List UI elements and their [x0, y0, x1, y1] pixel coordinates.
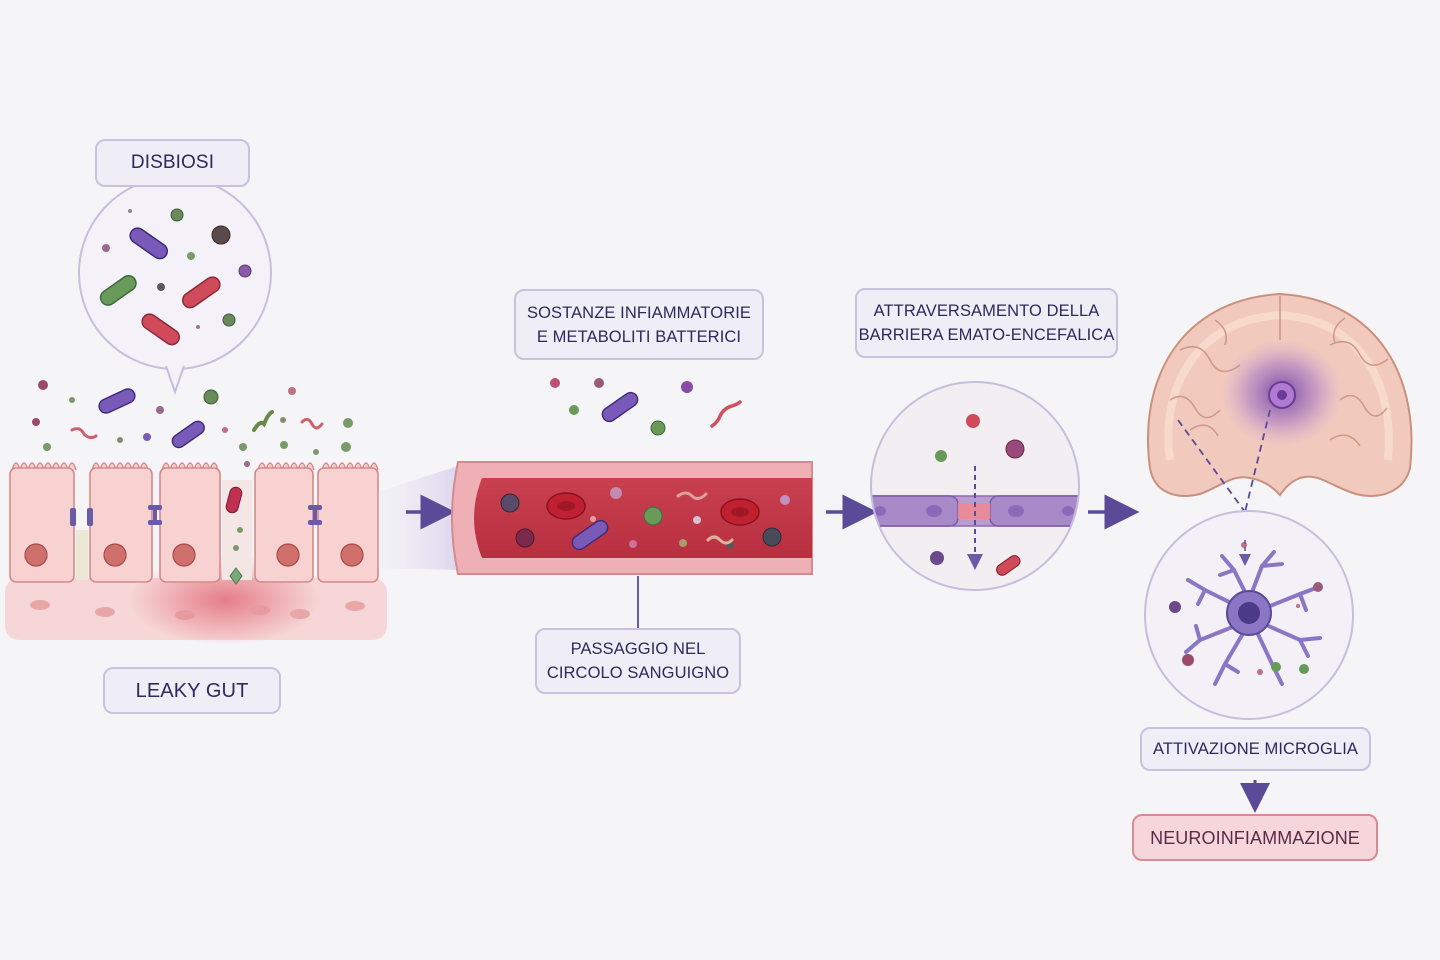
dysbiosis-bubble [78, 176, 272, 396]
neuroinflammation-label: NEUROINFIAMMAZIONE [1132, 814, 1378, 861]
zoom-line-right [1244, 409, 1271, 513]
leaking-particles [225, 486, 243, 585]
tight-junctions [70, 505, 322, 526]
inflammatory-particles [550, 378, 742, 436]
microglia-processes [1184, 550, 1322, 686]
bbb-crossing-label: ATTRAVERSAMENTO DELLA BARRIERA EMATO-ENC… [855, 288, 1118, 358]
epithelial-cell [317, 462, 379, 583]
epithelial-cell [159, 462, 221, 583]
microglia-activation-label: ATTIVAZIONE MICROGLIA [1140, 727, 1371, 771]
epithelial-cell [254, 462, 315, 583]
blood-contents [500, 487, 790, 551]
brain-section [1147, 292, 1413, 513]
blood-vessel [451, 461, 813, 628]
microglia-bubble [1144, 510, 1354, 720]
epithelial-cell [89, 462, 153, 583]
epithelial-cell [9, 462, 77, 583]
inflammatory-substances-label: SOSTANZE INFIAMMATORIE E METABOLITI BATT… [514, 289, 764, 360]
zoom-funnel [378, 466, 458, 570]
flow-arrows [406, 494, 1270, 813]
gut-section [5, 176, 458, 645]
dysbiosis-label: DISBIOSI [95, 139, 250, 187]
leaky-gut-label: LEAKY GUT [103, 667, 281, 714]
lumen-bacteria [32, 380, 353, 467]
brain-gyri [1169, 296, 1389, 447]
bbb-bubble [870, 381, 1080, 591]
opened-junction [76, 530, 88, 580]
bloodstream-label: PASSAGGIO NEL CIRCOLO SANGUIGNO [535, 628, 741, 694]
zoom-line-left [1177, 419, 1246, 513]
epithelial-cells [9, 462, 379, 585]
